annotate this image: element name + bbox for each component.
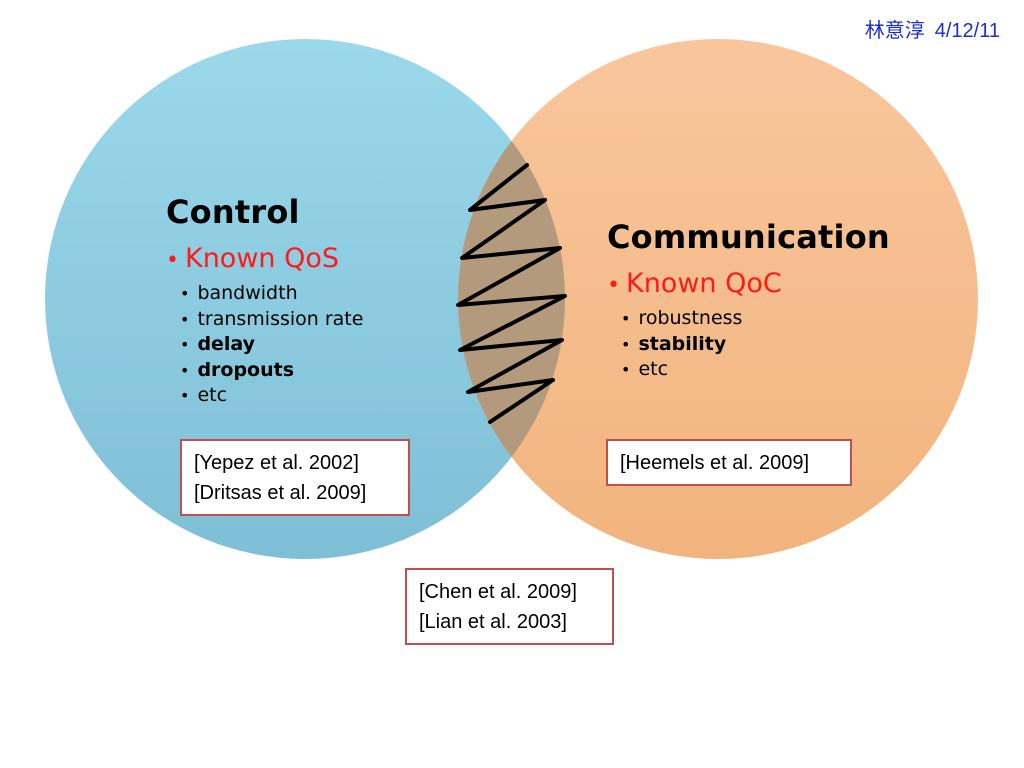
communication-headline: •Known QoC bbox=[607, 268, 782, 299]
list-item: •etc bbox=[621, 358, 669, 380]
slide-date: 4/12/11 bbox=[934, 20, 1000, 42]
author-name: 林意淳 bbox=[864, 20, 925, 42]
list-item: •dropouts bbox=[180, 358, 295, 381]
overlap-reference-box: [Chen et al. 2009] [Lian et al. 2003] bbox=[405, 568, 614, 645]
control-title: Control bbox=[166, 193, 300, 231]
communication-list: •robustness •stability •etc bbox=[607, 306, 890, 383]
communication-title: Communication bbox=[607, 218, 890, 256]
reference-line: [Yepez et al. 2002] bbox=[194, 452, 359, 474]
communication-headline-text: Known QoC bbox=[625, 268, 782, 299]
communication-reference-box: [Heemels et al. 2009] bbox=[606, 439, 852, 486]
communication-circle bbox=[458, 39, 978, 559]
list-item: •etc bbox=[180, 384, 228, 406]
zigzag-scribble bbox=[456, 163, 567, 424]
reference-line: [Lian et al. 2003] bbox=[419, 611, 567, 633]
slide-header: 林意淳 4/12/11 bbox=[865, 14, 1000, 43]
reference-line: [Chen et al. 2009] bbox=[419, 581, 577, 603]
communication-block: Communication •Known QoC •robustness •st… bbox=[607, 218, 890, 383]
list-item: •robustness bbox=[621, 307, 743, 329]
control-reference-box: [Yepez et al. 2002] [Dritsas et al. 2009… bbox=[180, 439, 410, 516]
control-circle bbox=[45, 39, 565, 559]
list-item: •stability bbox=[621, 332, 727, 355]
control-headline: •Known QoS bbox=[166, 243, 340, 274]
list-item: •transmission rate bbox=[180, 307, 364, 330]
list-item: •delay bbox=[180, 333, 256, 355]
control-block: Control •Known QoS •bandwidth •transmiss… bbox=[166, 193, 363, 409]
list-item: •bandwidth bbox=[180, 282, 298, 304]
control-headline-text: Known QoS bbox=[184, 243, 340, 274]
reference-line: [Heemels et al. 2009] bbox=[620, 452, 809, 474]
control-list: •bandwidth •transmission rate •delay •dr… bbox=[166, 281, 363, 409]
reference-line: [Dritsas et al. 2009] bbox=[194, 482, 367, 504]
